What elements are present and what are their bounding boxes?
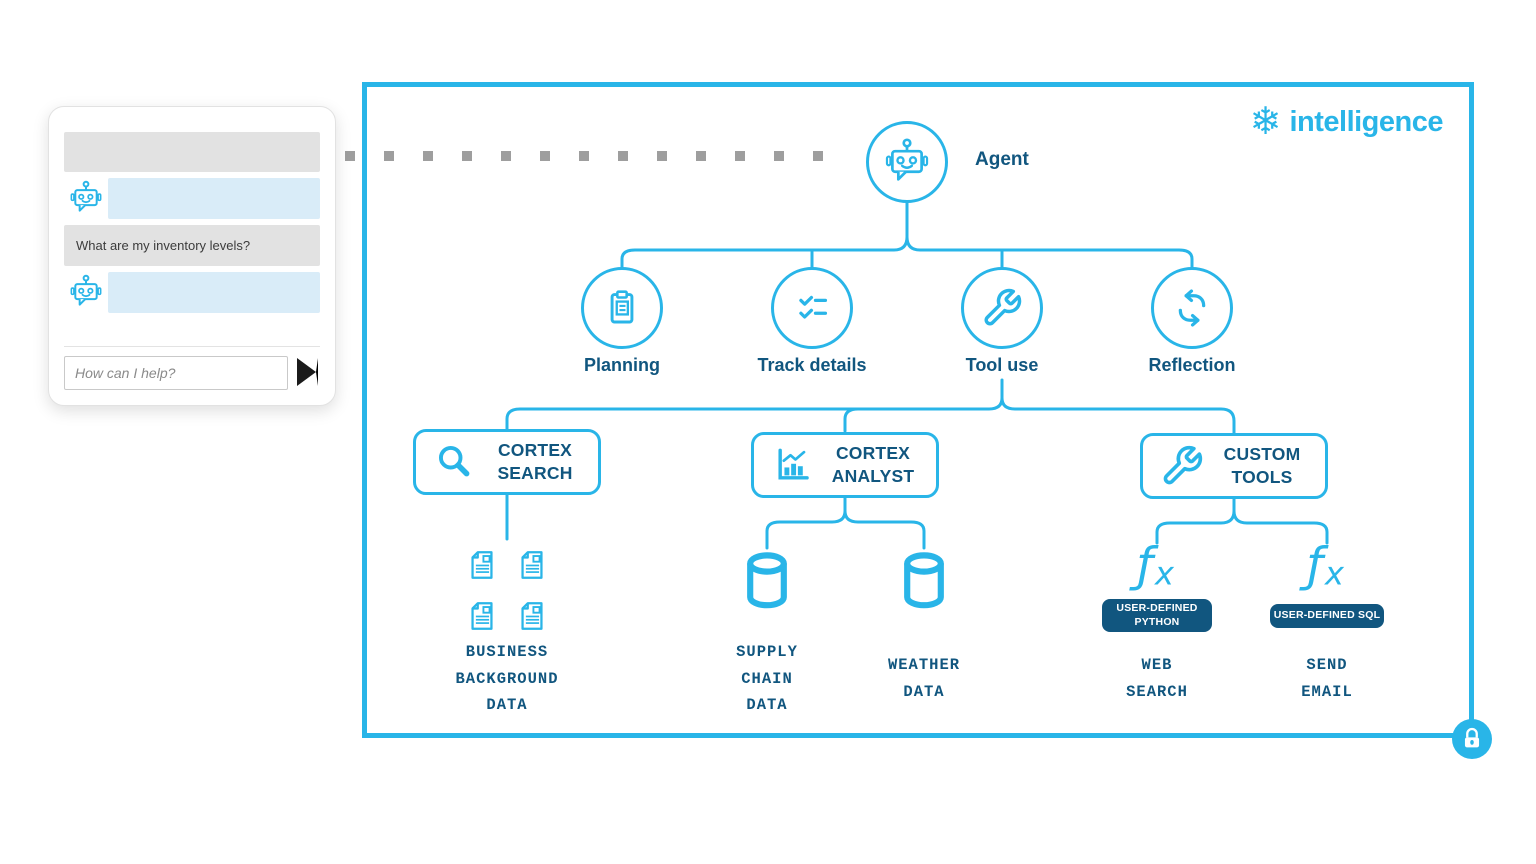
connector-lines: [505, 201, 1329, 550]
document-icon: [521, 551, 543, 579]
wrench-icon: [984, 288, 1022, 326]
chat-widget: What are my inventory levels?: [48, 106, 336, 406]
planning-label: Planning: [584, 355, 660, 375]
brand-name: intelligence: [1289, 105, 1443, 138]
function-icon: ƒ x: [1297, 537, 1357, 593]
bar-chart-icon: [778, 448, 809, 480]
send-email-label: SEND EMAIL: [1301, 656, 1353, 701]
chat-divider: [64, 346, 320, 347]
database-icon: [739, 549, 795, 618]
document-icon: [521, 602, 543, 630]
user-defined-sql-badge: USER-DEFINED SQL: [1270, 604, 1384, 628]
agent-node: [866, 121, 948, 203]
user-message-text: What are my inventory levels?: [76, 238, 251, 253]
user-defined-python-badge: USER-DEFINED PYTHON: [1102, 599, 1212, 632]
agent-diagram-panel: ❄ intelligence Agent Planning: [362, 82, 1492, 759]
web-search-label: WEB SEARCH: [1126, 656, 1188, 701]
svg-text:x: x: [1154, 554, 1175, 592]
chat-to-agent-dotted-line: [345, 151, 823, 161]
document-icon: [471, 551, 493, 579]
cortex-analyst-box: CORTEX ANALYST: [751, 432, 939, 498]
planning-node: [581, 267, 663, 349]
chat-message-placeholder: [64, 132, 320, 172]
bot-message-placeholder: [108, 272, 320, 313]
document-icons: [465, 548, 549, 633]
lock-icon: [1452, 719, 1492, 759]
bot-message-placeholder: [108, 178, 320, 219]
send-button[interactable]: [297, 358, 318, 386]
cortex-search-label: CORTEX SEARCH: [497, 439, 573, 483]
agent-label: Agent: [975, 149, 1029, 170]
cortex-analyst-label: CORTEX ANALYST: [831, 442, 915, 486]
supply-chain-data-label: SUPPLY CHAIN DATA: [736, 643, 798, 715]
tool-use-label: Tool use: [965, 355, 1039, 375]
chat-input[interactable]: [64, 356, 288, 390]
custom-tools-box: CUSTOM TOOLS: [1140, 433, 1328, 499]
track-details-node: [771, 267, 853, 349]
bot-avatar-icon: [67, 273, 105, 316]
reflection-label: Reflection: [1148, 355, 1236, 375]
business-background-data-label: BUSINESS BACKGROUND DATA: [455, 643, 559, 715]
magnifier-icon: [438, 445, 470, 477]
wrench-icon: [1163, 445, 1203, 485]
reflection-node: [1151, 267, 1233, 349]
document-icon: [471, 602, 493, 630]
snowflake-icon: ❄: [1249, 101, 1282, 143]
function-icon: ƒ x: [1127, 537, 1187, 593]
robot-icon: [885, 138, 929, 181]
cortex-search-box: CORTEX SEARCH: [413, 429, 601, 495]
svg-text:x: x: [1324, 554, 1345, 592]
user-message: What are my inventory levels?: [64, 225, 320, 266]
custom-tools-label: CUSTOM TOOLS: [1223, 443, 1301, 487]
tool-use-node: [961, 267, 1043, 349]
reflection-arrows-icon: [1178, 289, 1206, 327]
bot-avatar-icon: [67, 179, 105, 222]
weather-data-label: WEATHER DATA: [887, 656, 961, 701]
clipboard-icon: [610, 290, 634, 324]
brand-logo: ❄ intelligence: [1249, 101, 1444, 143]
track-details-label: Track details: [757, 355, 867, 375]
database-icon: [896, 549, 952, 618]
checklist-icon: [799, 295, 828, 319]
